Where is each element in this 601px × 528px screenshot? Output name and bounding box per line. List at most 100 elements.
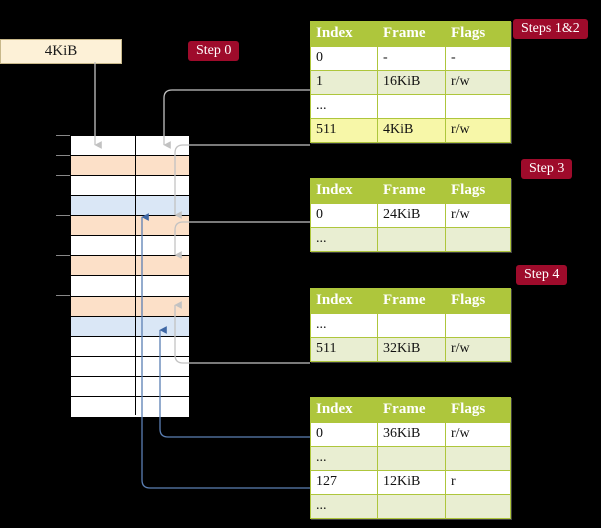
badge-label: Step 0: [196, 43, 232, 58]
memory-tick: [56, 255, 70, 256]
table-cell: [377, 446, 446, 471]
table-row: ...: [310, 227, 511, 252]
table-cell: 0: [310, 46, 378, 71]
table-row: ...: [310, 313, 511, 338]
column-header-flags: Flags: [445, 21, 511, 47]
memory-row: [71, 316, 189, 337]
badge-step-0: Step 0: [188, 41, 240, 61]
memory-row: [71, 336, 189, 357]
memory-tick: [56, 295, 70, 296]
table-cell: [445, 446, 511, 471]
memory-tick: [56, 215, 70, 216]
physical-memory-grid: [70, 135, 190, 417]
table-cell: 4KiB: [377, 118, 446, 143]
badge-label: Step 3: [529, 161, 565, 176]
column-header-index: Index: [310, 178, 378, 204]
page-frame-box: 4KiB: [0, 39, 122, 64]
table-cell: 24KiB: [377, 203, 446, 228]
memory-row: [71, 396, 189, 417]
column-header-frame: Frame: [377, 21, 446, 47]
memory-row: [71, 176, 189, 197]
table-cell: 12KiB: [377, 470, 446, 495]
table-cell: [377, 94, 446, 119]
table-cell: r/w: [445, 337, 511, 362]
table-cell: 511: [310, 118, 378, 143]
memory-tick: [56, 175, 70, 176]
table-cell: [377, 313, 446, 338]
column-header-flags: Flags: [445, 397, 511, 423]
table-row: ...: [310, 446, 511, 471]
table-cell: 16KiB: [377, 70, 446, 95]
table-cell: ...: [310, 94, 378, 119]
table-cell: ...: [310, 494, 378, 519]
connector-l3-to-memory: [174, 221, 310, 259]
table-cell: ...: [310, 313, 378, 338]
table-cell: 1: [310, 70, 378, 95]
memory-row: [71, 276, 189, 297]
table-cell: r: [445, 470, 511, 495]
table-cell: 511: [310, 337, 378, 362]
table-cell: 36KiB: [377, 422, 446, 447]
column-header-index: Index: [310, 288, 378, 314]
table-cell: [445, 494, 511, 519]
connector-memory-to-l2: [174, 301, 310, 364]
memory-row: [71, 196, 189, 217]
memory-tick: [56, 135, 70, 136]
table-cell: [377, 227, 446, 252]
table-row: 0--: [310, 46, 511, 71]
badge-step-3: Step 3: [521, 159, 573, 179]
table-cell: -: [377, 46, 446, 71]
table-row: ...: [310, 94, 511, 119]
memory-row: [71, 136, 189, 157]
column-header-flags: Flags: [445, 178, 511, 204]
table-cell: ...: [310, 227, 378, 252]
memory-grid-divider: [135, 136, 136, 415]
table-cell: [377, 494, 446, 519]
table-cell: [445, 227, 511, 252]
column-header-flags: Flags: [445, 288, 511, 314]
memory-row: [71, 216, 189, 237]
table-row: ...: [310, 494, 511, 519]
memory-row: [71, 356, 189, 377]
badge-steps-1-2: Steps 1&2: [513, 19, 588, 39]
column-header-index: Index: [310, 397, 378, 423]
column-header-frame: Frame: [377, 397, 446, 423]
memory-row: [71, 236, 189, 257]
memory-tick: [56, 155, 70, 156]
memory-row: [71, 296, 189, 317]
table-cell: r/w: [445, 70, 511, 95]
connector-l4-511-to-memory: [174, 144, 310, 219]
column-header-frame: Frame: [377, 288, 446, 314]
badge-label: Steps 1&2: [521, 21, 580, 36]
page-frame-label: 4KiB: [44, 43, 78, 59]
table-cell: 32KiB: [377, 337, 446, 362]
table-cell: 0: [310, 203, 378, 228]
badge-step-4: Step 4: [516, 265, 568, 285]
badge-label: Step 4: [524, 267, 560, 282]
table-cell: [445, 313, 511, 338]
column-header-frame: Frame: [377, 178, 446, 204]
table-cell: r/w: [445, 118, 511, 143]
memory-row: [71, 156, 189, 177]
table-cell: 127: [310, 470, 378, 495]
table-cell: -: [445, 46, 511, 71]
memory-row: [71, 376, 189, 397]
table-cell: [445, 94, 511, 119]
table-cell: r/w: [445, 203, 511, 228]
table-cell: ...: [310, 446, 378, 471]
table-cell: 0: [310, 422, 378, 447]
